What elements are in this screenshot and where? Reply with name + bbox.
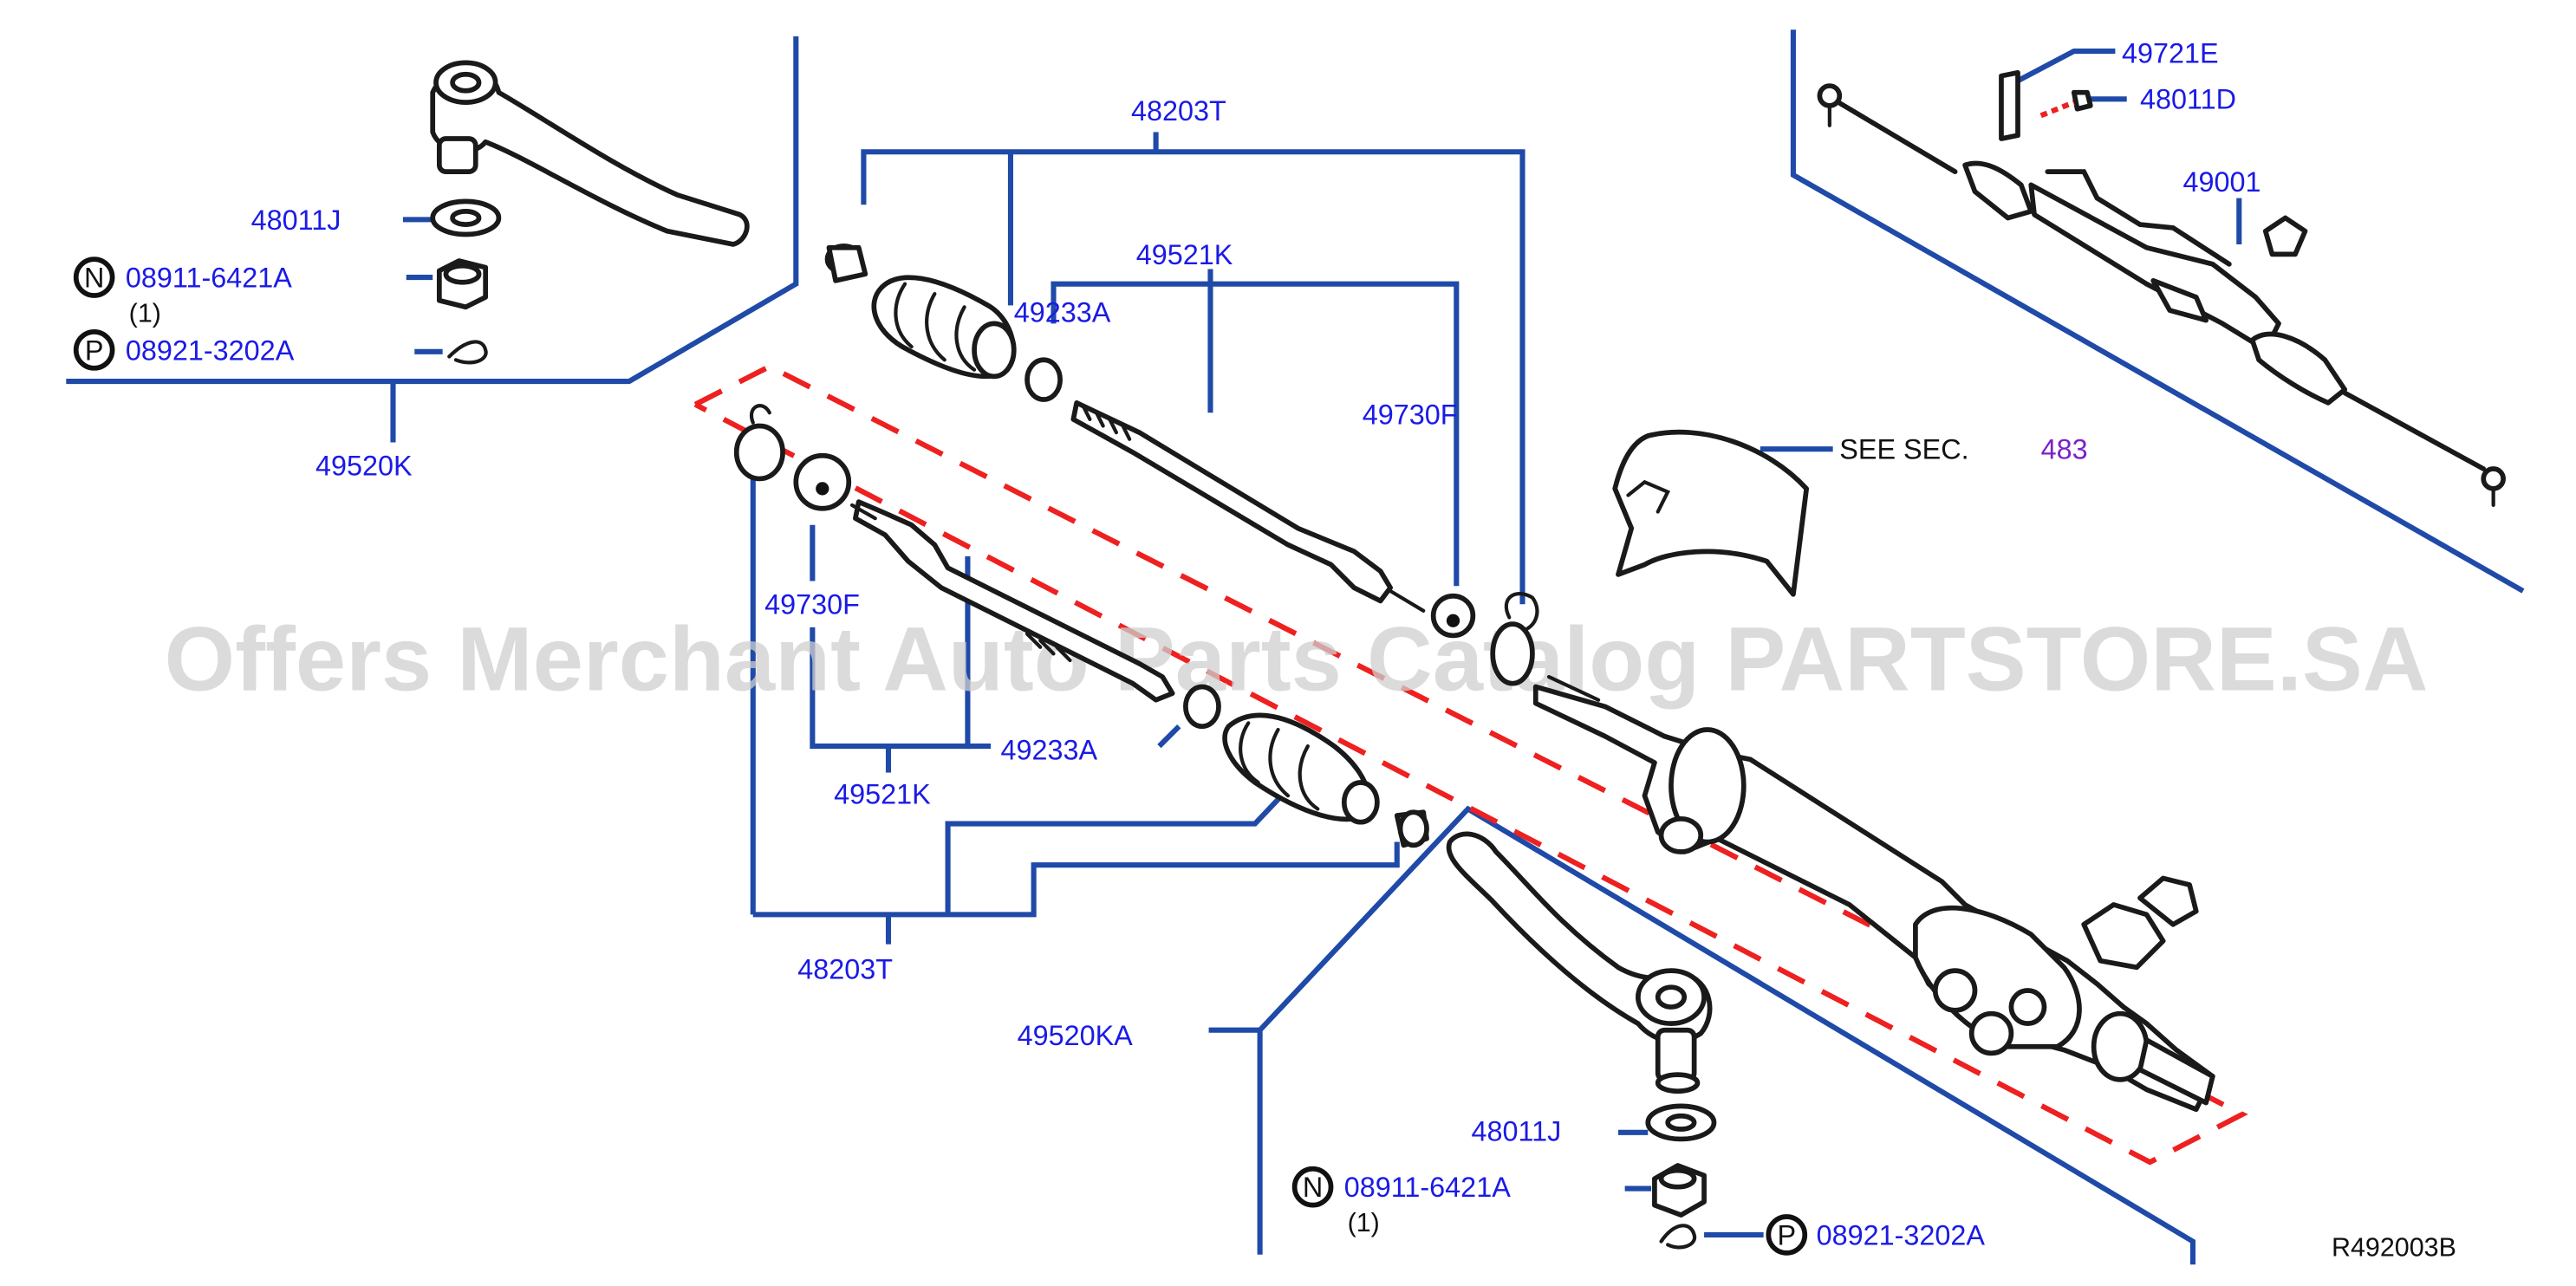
boot-clamp-top[interactable] [824, 243, 868, 283]
label-nut-bottom[interactable]: 08911-6421A [1344, 1172, 1511, 1203]
badge-p-top-letter: P [85, 334, 104, 366]
bracket-49721E[interactable] [1999, 69, 2020, 141]
boot-bottom[interactable] [1222, 712, 1380, 825]
snap-ring-top[interactable] [1504, 592, 1539, 633]
see-section-text: SEE SEC. [1839, 434, 1968, 465]
nut-top[interactable] [436, 258, 489, 310]
inner-rod-left[interactable] [849, 499, 1175, 703]
label-pin-top[interactable]: 08921-3202A [126, 334, 295, 366]
label-49730F-left[interactable]: 49730F [764, 589, 860, 620]
badge-p-bottom [1766, 1214, 1808, 1256]
tie-rod-end-left[interactable] [430, 60, 750, 247]
leader-lines [66, 29, 2525, 1265]
label-49520KA[interactable]: 49520KA [1018, 1020, 1134, 1051]
label-48011J-top[interactable]: 48011J [251, 205, 342, 236]
nut-bottom[interactable] [1652, 1163, 1707, 1218]
steering-rack-housing[interactable] [1532, 684, 2215, 1113]
label-48203T-top[interactable]: 48203T [1131, 95, 1226, 127]
drawing-reference: R492003B [2332, 1233, 2456, 1263]
cotter-pin-bottom[interactable] [1659, 1224, 1697, 1250]
badge-n-bottom-letter: N [1303, 1172, 1323, 1203]
label-49001[interactable]: 49001 [2183, 166, 2261, 198]
bolt-48011D[interactable] [2039, 89, 2093, 119]
ring-left[interactable] [733, 423, 785, 482]
badge-n-top-letter: N [84, 262, 104, 293]
label-49721E[interactable]: 49721E [2122, 37, 2219, 68]
qty-top: (1) [129, 298, 161, 328]
boot-clamp-bottom[interactable] [1394, 809, 1429, 848]
label-49233A-top[interactable]: 49233A [1014, 296, 1111, 328]
badge-n-bottom [1291, 1166, 1334, 1208]
label-49520K[interactable]: 49520K [315, 451, 413, 482]
rack-assembly-thumbnail[interactable] [1817, 83, 2506, 508]
label-48203T-bottom[interactable]: 48203T [797, 954, 893, 985]
ring-49233A-left[interactable] [1183, 684, 1221, 730]
boot-top[interactable] [871, 275, 1017, 380]
badge-n-top [73, 257, 115, 298]
tie-rod-end-right[interactable] [1446, 831, 1713, 1094]
label-49730F-right[interactable]: 49730F [1363, 399, 1458, 431]
assembly-dash-outline [693, 363, 2248, 1166]
snap-ring-left[interactable] [750, 404, 771, 425]
label-48011D[interactable]: 48011D [2140, 84, 2236, 115]
label-48011J-bottom[interactable]: 48011J [1471, 1115, 1561, 1146]
label-49233A-bottom[interactable]: 49233A [1001, 734, 1098, 765]
label-nut-top[interactable]: 08911-6421A [126, 262, 292, 293]
qty-bottom: (1) [1348, 1208, 1380, 1237]
inner-rod-top[interactable] [1070, 399, 1426, 613]
label-49521K-bottom[interactable]: 49521K [834, 779, 931, 810]
watermark-text: Offers Merchant Auto Parts Catalog PARTS… [165, 608, 2429, 710]
badge-p-bottom-letter: P [1778, 1219, 1797, 1250]
label-49521K-top[interactable]: 49521K [1136, 239, 1233, 270]
dust-cover[interactable] [1612, 429, 1810, 597]
part-labels: 48203T 49521K 49233A 49730F 48011J 49520… [73, 37, 2456, 1263]
label-pin-bottom[interactable]: 08921-3202A [1817, 1219, 1986, 1250]
snap-ring-right[interactable] [1490, 621, 1535, 686]
cotter-pin-top[interactable] [447, 340, 488, 365]
badge-p-top [73, 329, 115, 371]
see-section-link[interactable]: 483 [2041, 434, 2088, 465]
ring-49233A-top[interactable] [1025, 357, 1063, 402]
